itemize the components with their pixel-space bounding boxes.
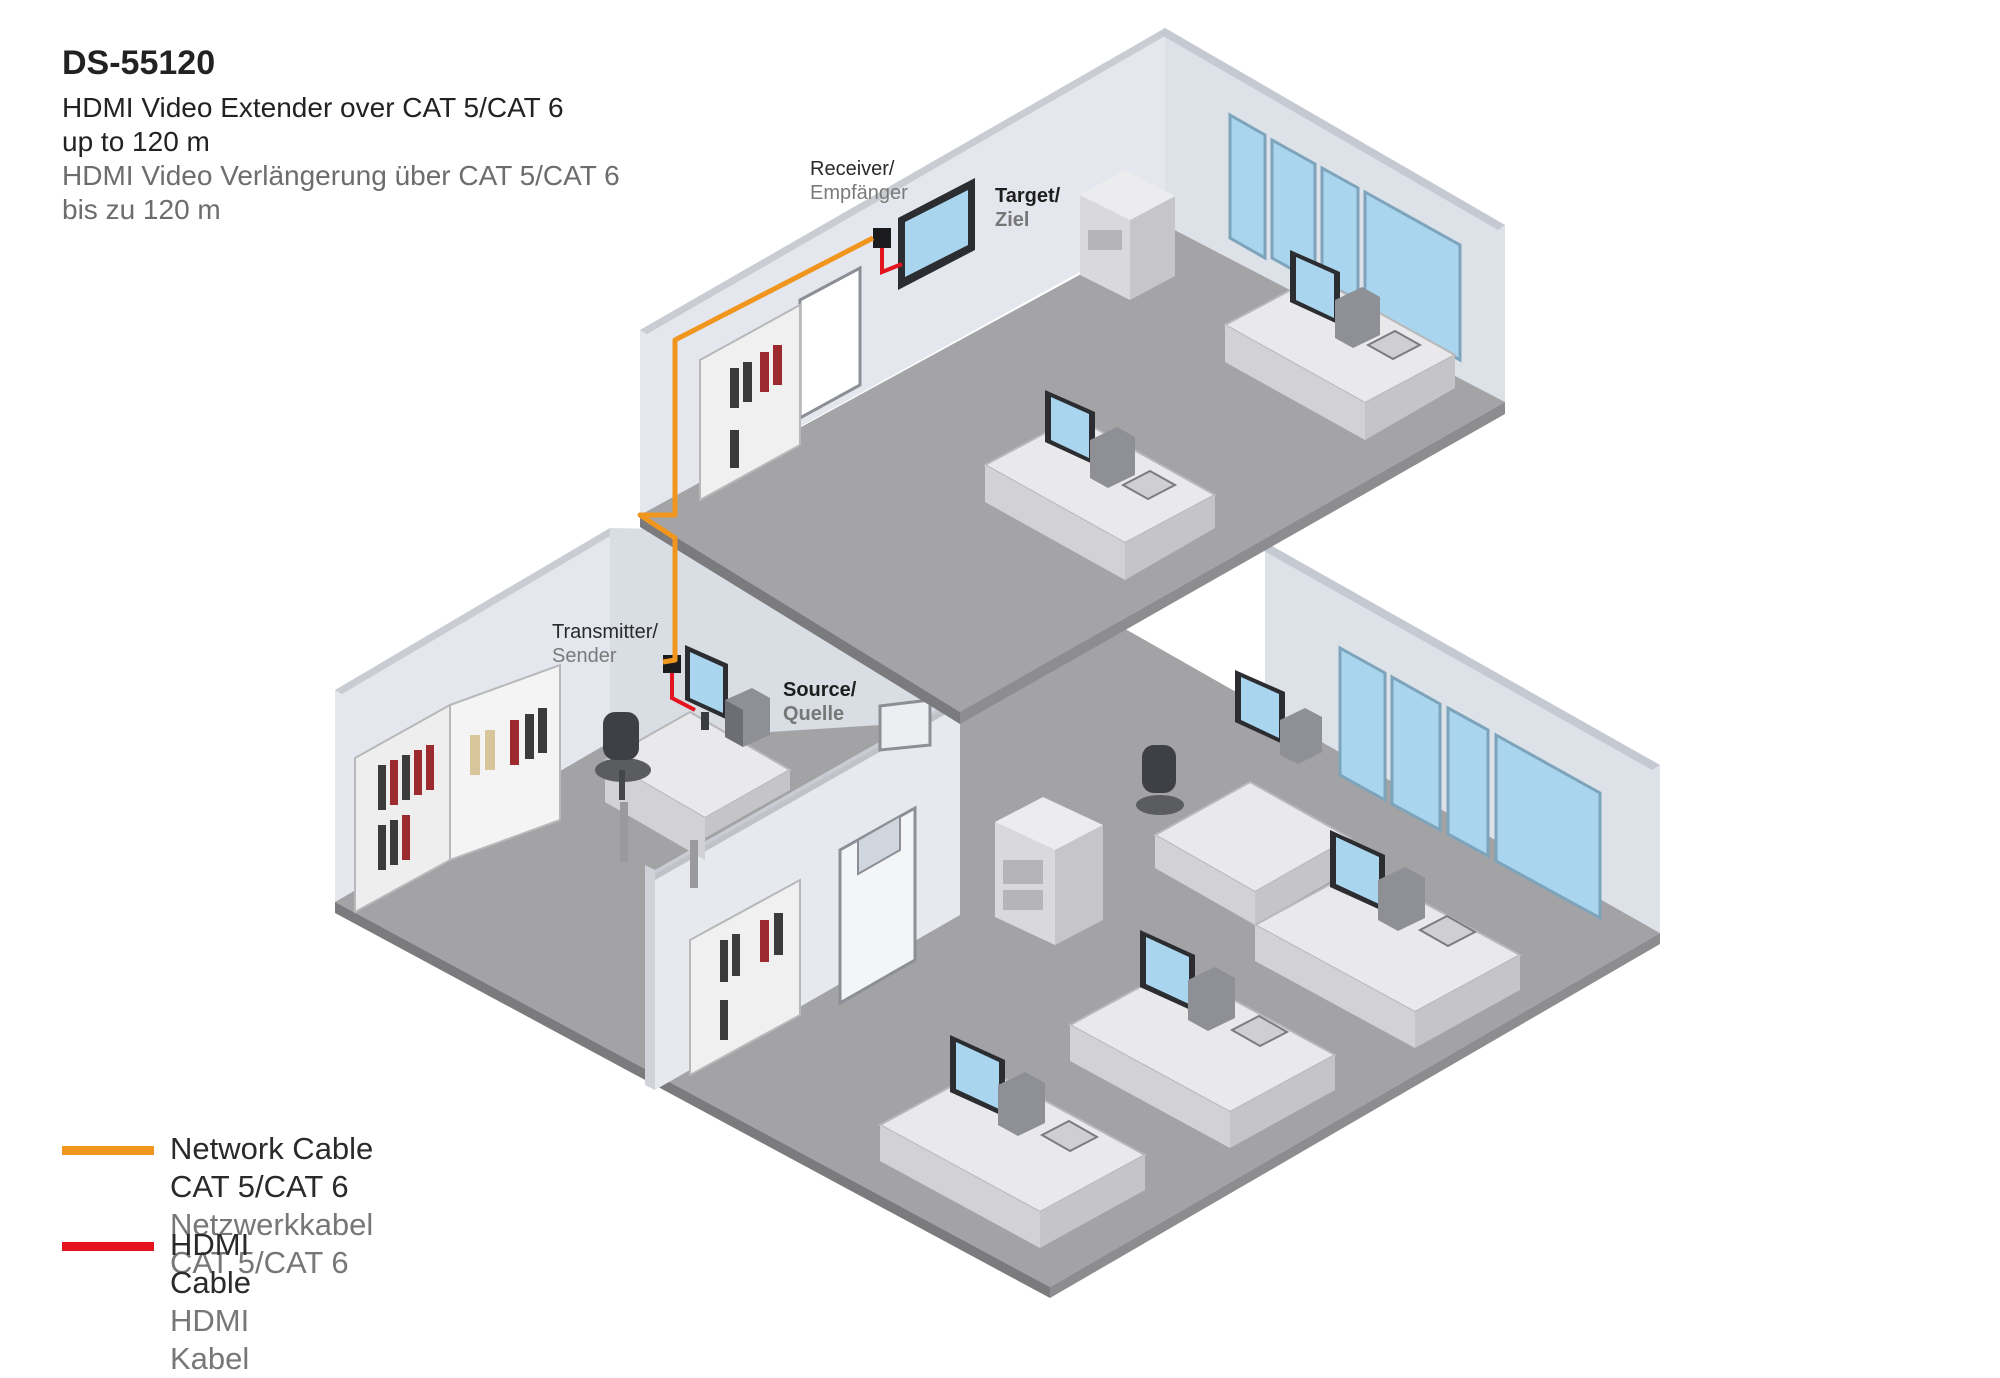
lower-workstation-front (877, 1035, 1148, 1248)
upper-workstation-right (1222, 250, 1458, 440)
source-label-en: Source/ (783, 679, 857, 701)
transmitter-desk (602, 710, 793, 888)
source-pc (685, 645, 770, 747)
lower-floor-edge-left (335, 902, 1050, 1298)
lower-partition-left-wall (645, 865, 655, 1090)
legend-hdmi-en: HDMI Cable (170, 1227, 251, 1300)
legend-network-de: Netzwerkkabel CAT 5/CAT 6 (170, 1207, 374, 1280)
upper-floor-edge-right (960, 402, 1505, 724)
target-display (898, 178, 975, 290)
lower-shelf-right (689, 878, 801, 1077)
partition-door-window (857, 814, 901, 876)
lower-left-wall-top (335, 528, 617, 694)
upper-left-wall-top (640, 28, 1172, 334)
title-en-line1: HDMI Video Extender over CAT 5/CAT 6 (62, 92, 564, 123)
receiver-label-en: Receiver/ (810, 158, 895, 180)
model-number: DS-55120 (62, 44, 216, 82)
transmitter-label-de: Sender (552, 645, 617, 667)
lower-floor-edge-right (1050, 933, 1660, 1298)
lower-right-wall-top (1257, 542, 1660, 770)
source-label: Source/ Quelle (783, 678, 856, 726)
receiver-label: Receiver/ Empfänger (810, 157, 908, 205)
upper-shelf (699, 303, 801, 502)
lower-workstation-back (1136, 670, 1353, 925)
network-cable (637, 235, 875, 665)
receiver-label-de: Empfänger (810, 182, 908, 204)
lower-windows (1338, 645, 1602, 921)
upper-floor-edge-left (640, 515, 960, 724)
hdmi-cable-upper (880, 248, 903, 275)
hdmi-cable-swatch (62, 1242, 154, 1251)
transmitter-chair (595, 712, 651, 800)
transmitter-label-en: Transmitter/ (552, 621, 658, 643)
title-block: DS-55120 HDMI Video Extender over CAT 5/… (62, 44, 620, 227)
title-de-line1: HDMI Video Verlängerung über CAT 5/CAT 6 (62, 160, 620, 191)
lower-back-door (878, 698, 932, 752)
lower-workstation-middle (1067, 930, 1338, 1148)
lower-copier (995, 797, 1103, 945)
hdmi-cable-lower (670, 673, 696, 712)
upper-floor (640, 28, 1505, 724)
target-label-en: Target/ (995, 185, 1061, 207)
lower-workstation-right (1252, 830, 1523, 1048)
upper-workstation-front (982, 390, 1218, 580)
transmitter-label: Transmitter/ Sender (552, 620, 658, 668)
target-label: Target/ Ziel (995, 184, 1060, 232)
legend-network-en: Network Cable CAT 5/CAT 6 (170, 1131, 374, 1204)
legend-hdmi-de: HDMI Kabel (170, 1303, 250, 1376)
upper-copier (1080, 170, 1175, 300)
office-diagram (335, 28, 1660, 1298)
receiver-box (873, 228, 891, 248)
title-en-line2: up to 120 m (62, 126, 210, 157)
network-cable-swatch (62, 1146, 154, 1155)
source-label-de: Quelle (783, 703, 845, 725)
target-label-de: Ziel (995, 209, 1030, 231)
title-de-line2: bis zu 120 m (62, 194, 221, 225)
lower-shelf-left (354, 663, 561, 914)
upper-right-wall-top (1158, 28, 1505, 230)
lower-floor (335, 528, 1660, 1298)
